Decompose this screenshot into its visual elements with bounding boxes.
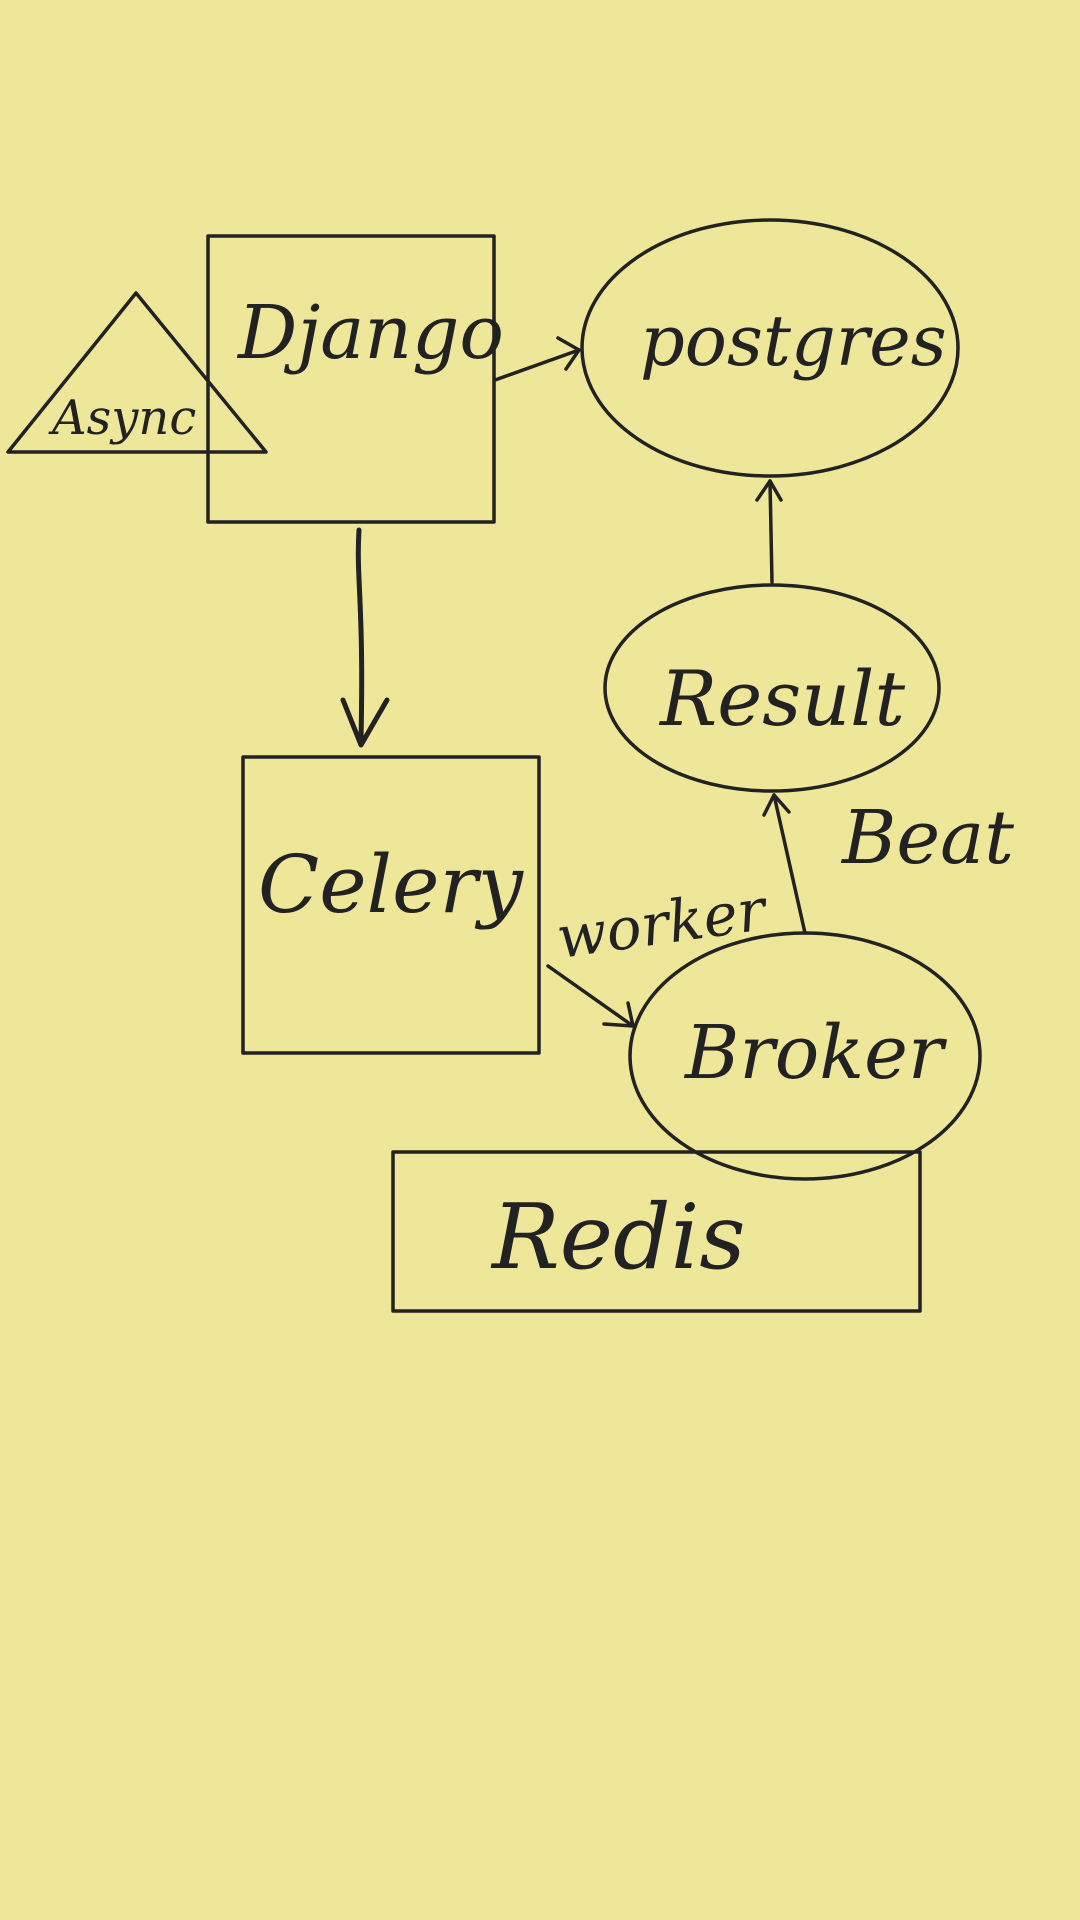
arrow-result-to-postgres [755,479,783,584]
arrow-django-to-postgres [493,336,581,382]
arrow-django-to-celery [340,527,390,748]
django-label: Django [236,290,504,376]
beat-edge-label: Beat [840,795,1014,881]
arrow-celery-to-broker [546,964,635,1028]
broker-label: Broker [683,1010,948,1096]
async-label: Async [48,390,196,446]
redis-label: Redis [490,1185,746,1290]
result-ellipse [603,583,941,793]
result-label: Result [658,654,905,743]
async-triangle [6,291,268,454]
worker-edge-label: worker [552,875,772,972]
redis-box [391,1150,922,1313]
celery-box [241,755,541,1055]
arrow-broker-to-result [762,793,807,935]
postgres-ellipse [580,218,960,478]
celery-label: Celery [258,838,525,931]
django-box [206,234,496,524]
postgres-label: postgres [640,300,947,382]
